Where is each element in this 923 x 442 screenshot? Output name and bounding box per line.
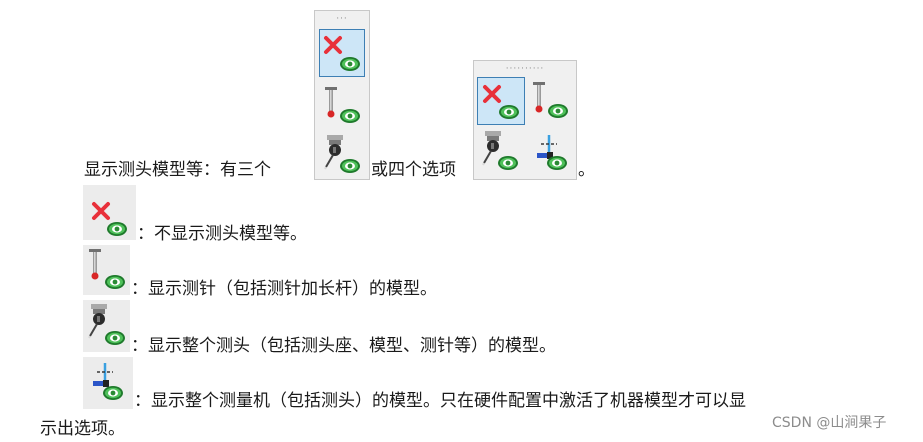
- stylus-icon: [89, 249, 125, 289]
- option-hide-probe-button[interactable]: [319, 29, 365, 77]
- intro-label: 显示测头模型等：有三个: [84, 160, 271, 180]
- option-hide-probe-legend-icon: [83, 185, 136, 240]
- probe-head-icon: [482, 130, 518, 170]
- hide-probe-icon: [92, 202, 127, 236]
- option-probe-head-description: ：显示整个测头（包括测头座、模型、测针等）的模型。: [131, 336, 556, 356]
- option-hide-probe-description: ：不显示测头模型等。: [137, 224, 307, 244]
- hide-probe-icon: [483, 85, 519, 119]
- option-machine-description: ：显示整个测量机（包括测头）的模型。只在硬件配置中激活了机器模型才可以显: [134, 391, 746, 411]
- stylus-icon: [533, 82, 568, 118]
- toolbar-grip[interactable]: ··········: [505, 64, 545, 74]
- option-stylus-description: ：显示测针（包括测针加长杆）的模型。: [131, 279, 437, 299]
- watermark: CSDN @山涧果子: [772, 415, 887, 431]
- option-probe-head-button[interactable]: [477, 127, 525, 177]
- hide-probe-icon: [324, 36, 360, 71]
- stylus-icon: [325, 87, 360, 123]
- option-stylus-button[interactable]: [319, 81, 365, 129]
- option-stylus-button[interactable]: [527, 77, 575, 125]
- intro-end: 。: [578, 160, 595, 180]
- option-probe-head-button[interactable]: [319, 131, 365, 179]
- option-stylus-legend-icon: [83, 245, 130, 295]
- probe-head-icon: [324, 134, 360, 173]
- intro-connector: 或四个选项: [371, 160, 456, 180]
- option-hide-probe-button[interactable]: [477, 77, 525, 125]
- probe-display-toolbar-three-options: ···: [314, 10, 370, 180]
- machine-icon: [91, 361, 123, 400]
- probe-head-icon: [88, 303, 125, 345]
- option-machine-description-continuation: 示出选项。: [40, 419, 125, 439]
- probe-display-toolbar-four-options: ··········: [473, 60, 577, 180]
- option-probe-head-legend-icon: [83, 300, 130, 352]
- option-machine-button[interactable]: [527, 127, 575, 177]
- toolbar-grip[interactable]: ···: [336, 14, 348, 24]
- option-machine-legend-icon: [83, 357, 133, 409]
- machine-icon: [535, 133, 567, 170]
